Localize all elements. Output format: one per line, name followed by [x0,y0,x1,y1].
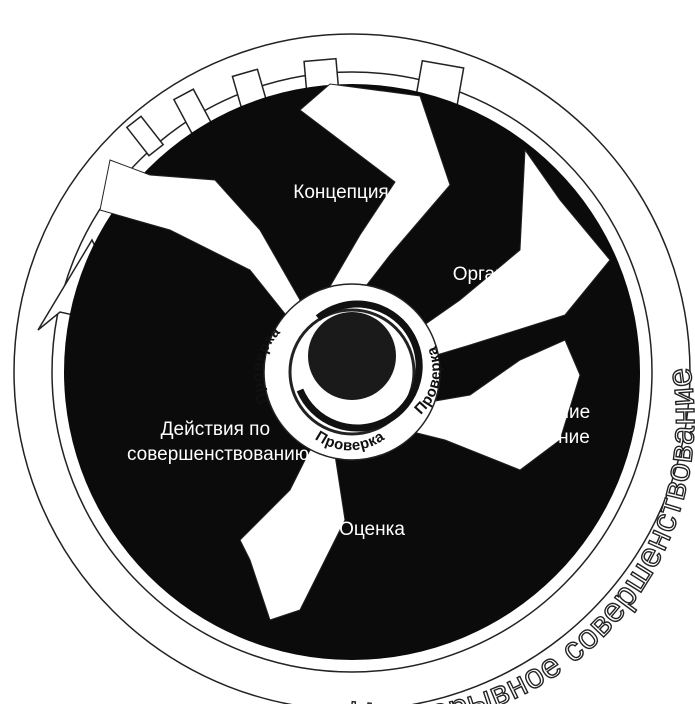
label-improvement-line-2: совершенствованию [127,444,309,465]
label-improvement-line-1: Действия по [161,419,270,440]
label-organization: Организация [453,264,568,285]
label-planning-line-1: Планирование [461,402,591,423]
label-concept-line-1: Концепция [293,182,388,203]
label-evaluation-line-1: Оценка [339,519,405,540]
label-organization-line-1: Организация [453,264,568,285]
label-concept: Концепция [293,182,388,203]
label-evaluation: Оценка [339,519,405,540]
label-planning-line-2: и применение [466,427,590,448]
center-core [308,312,396,400]
